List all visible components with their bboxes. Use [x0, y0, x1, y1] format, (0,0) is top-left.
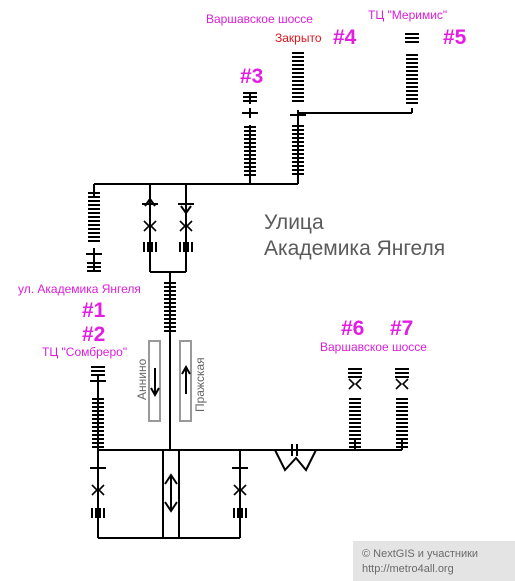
- exit-5-stairs: [406, 54, 418, 104]
- arrow-down-icon: [180, 198, 192, 215]
- exit-4-number[interactable]: #4: [333, 26, 357, 49]
- direction-left-label: Аннино: [135, 358, 149, 400]
- exit-5-stairs-top: [405, 33, 419, 43]
- exit-4-turnstile: [289, 109, 307, 121]
- underpass-symbol: [274, 449, 317, 472]
- exit-6-label: Варшавское шоссе: [320, 340, 427, 354]
- exit-3-number[interactable]: #3: [240, 65, 264, 88]
- lift-shaft: [162, 449, 180, 539]
- direction-right-label: Пражская: [193, 357, 207, 412]
- exit-4-stairs: [292, 52, 304, 102]
- arrow-down-icon: [150, 368, 160, 398]
- exit-6-turnstile: [348, 378, 362, 390]
- platform-left: [148, 340, 161, 422]
- exit-6-number[interactable]: #6: [341, 317, 365, 340]
- arrow-up-icon: [181, 364, 191, 394]
- credit-line1: © NextGIS и участники: [362, 548, 479, 560]
- credit-box: © NextGIS и участники http://metro4all.o…: [353, 541, 515, 581]
- credit-link[interactable]: http://metro4all.org: [362, 563, 454, 575]
- station-name-line1: Улица: [264, 211, 324, 234]
- exit-5-label: ТЦ "Меримис": [368, 8, 448, 22]
- exit-1-number[interactable]: #1: [82, 299, 106, 322]
- exit-4-closed-note: Закрыто: [275, 31, 322, 45]
- exit-7-turnstile: [395, 378, 409, 390]
- arrow-both-icon: [164, 473, 178, 513]
- exit-3-turnstile: [241, 107, 259, 119]
- exit-2-turnstile: [89, 375, 107, 387]
- station-name: Улица Академика Янгеля: [264, 210, 445, 262]
- exit-2-label: ТЦ "Сомбреро": [42, 345, 128, 359]
- exit-7-number[interactable]: #7: [390, 317, 414, 340]
- exit-1-label: ул. Академика Янгеля: [18, 282, 141, 296]
- exit-1-stairs: [88, 192, 100, 242]
- exit-4-label: Варшавское шоссе: [206, 12, 313, 26]
- station-name-line2: Академика Янгеля: [264, 237, 446, 260]
- arrow-up-icon: [144, 197, 156, 212]
- exit-2-number[interactable]: #2: [82, 323, 106, 346]
- exit-5-number[interactable]: #5: [443, 26, 467, 49]
- platform-right: [179, 340, 192, 422]
- exit-1-turnstile: [85, 248, 103, 260]
- exit-3-stairs-top: [243, 92, 257, 102]
